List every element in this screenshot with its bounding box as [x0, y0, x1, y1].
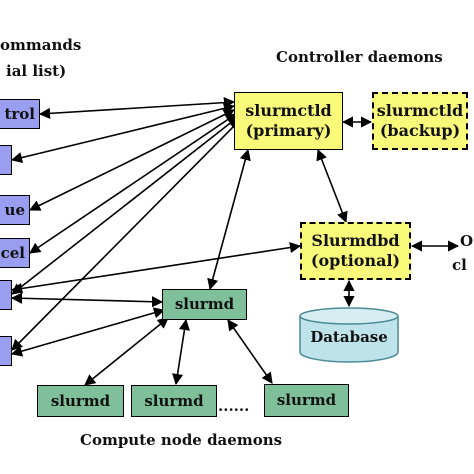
- slurmctld-primary-box: slurmctld (primary): [234, 92, 343, 150]
- arrow-primary-slurmdbd: [316, 148, 348, 224]
- slurmdbd-role: (optional): [310, 251, 401, 270]
- slurmd-node-label-1: slurmd: [50, 391, 111, 410]
- slurmdbd-box: Slurmdbd (optional): [300, 222, 411, 280]
- database-label: Database: [310, 328, 388, 346]
- command-box-1: trol: [0, 99, 40, 129]
- right-cut-label-top: O: [460, 232, 474, 250]
- commands-subtitle: ial list): [6, 62, 67, 80]
- slurmd-center-label: slurmd: [174, 295, 235, 314]
- arrow-cmd5-slurmdbd: [10, 241, 302, 295]
- arrow-cmd4-ctld: [29, 113, 237, 254]
- ellipsis-label: ......: [218, 397, 250, 415]
- slurmdbd-name: Slurmdbd: [311, 231, 400, 250]
- arrow-cmd6-slurmd: [10, 307, 166, 357]
- arrow-slurmd-node3: [227, 319, 273, 384]
- arrow-slurmd-node2: [172, 318, 190, 386]
- slurmd-node-box-2: slurmd: [131, 385, 217, 417]
- slurmd-node-label-2: slurmd: [144, 391, 204, 410]
- slurmctld-backup-box: slurmctld (backup): [372, 92, 468, 150]
- slurmctld-backup-role: (backup): [379, 121, 461, 140]
- slurmctld-backup-name: slurmctld: [376, 101, 464, 120]
- command-box-5: [0, 280, 12, 310]
- slurmd-node-box-1: slurmd: [37, 385, 124, 417]
- arrow-slurmd-node1: [84, 317, 169, 386]
- database-cylinder: [299, 307, 399, 363]
- slurmd-center-box: slurmd: [162, 289, 247, 320]
- right-cut-label-bottom: cl: [452, 256, 467, 274]
- commands-title: ommands: [0, 36, 82, 54]
- slurmd-node-label-3: slurmd: [276, 391, 337, 410]
- command-box-4: cel: [0, 238, 30, 268]
- arrow-cmd3-ctld: [28, 109, 236, 211]
- arrow-cmd5-ctld: [11, 116, 239, 295]
- arrow-cmd1-ctld: [38, 97, 236, 119]
- slurmctld-primary-role: (primary): [245, 121, 332, 140]
- command-box-2: [0, 145, 12, 175]
- slurmd-node-box-3: slurmd: [264, 384, 349, 417]
- command-label-4: cel: [0, 243, 25, 262]
- controller-daemons-title: Controller daemons: [276, 48, 443, 66]
- command-box-3: ue: [0, 195, 30, 225]
- command-label-3: ue: [4, 200, 25, 219]
- compute-node-daemons-title: Compute node daemons: [80, 431, 283, 449]
- arrow-cmd5-slurmd: [10, 292, 164, 308]
- command-label-1: trol: [4, 104, 35, 123]
- slurmctld-primary-name: slurmctld: [245, 101, 332, 120]
- arrow-slurmd-primary: [207, 148, 251, 291]
- command-box-6: [0, 336, 12, 366]
